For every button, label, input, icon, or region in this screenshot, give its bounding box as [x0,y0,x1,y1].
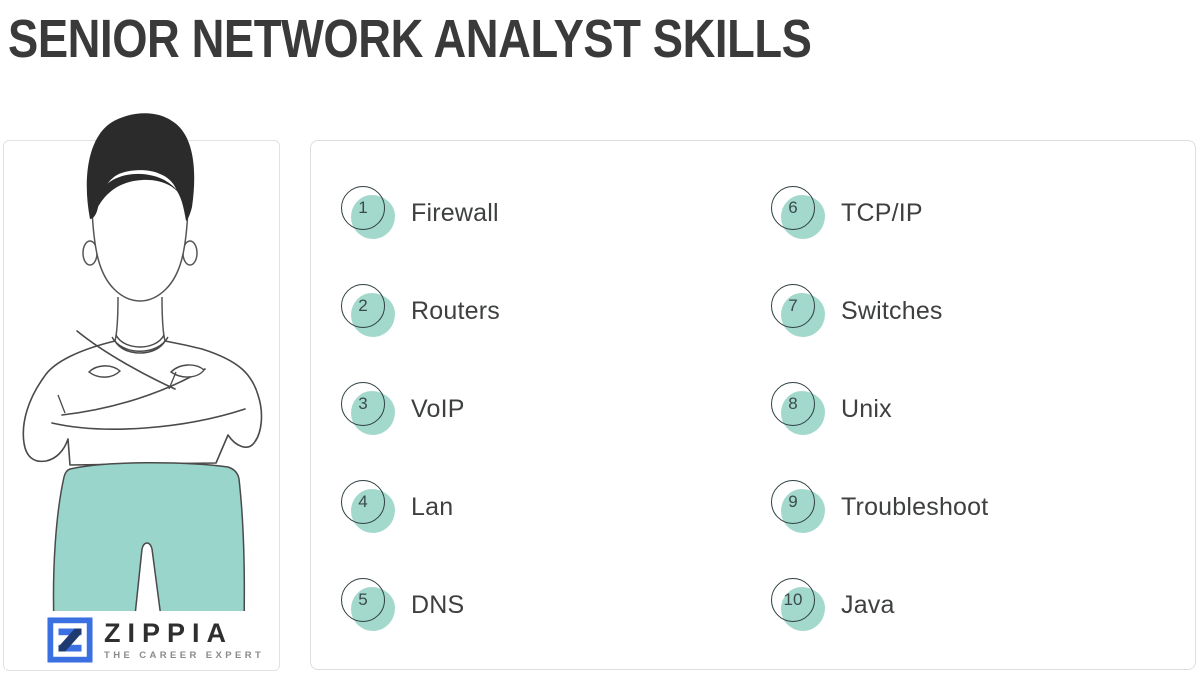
skill-label: VoIP [411,394,465,423]
skill-label: Unix [841,394,892,423]
skill-label: Troubleshoot [841,492,989,521]
skill-number-badge: 2 [341,284,395,338]
skill-item-dns: 5 DNS [341,578,500,632]
skill-number-badge: 5 [341,578,395,632]
skill-number-badge: 4 [341,480,395,534]
person-illustration-card: ZIPPIA THE CAREER EXPERT [3,113,280,671]
page-title: SENIOR NETWORK ANALYST SKILLS [8,9,812,69]
badge-ring: 6 [771,186,815,230]
skill-number: 7 [788,296,798,315]
person-illustration [22,113,263,626]
skill-number-badge: 10 [771,578,825,632]
person-hair-fringe [98,173,182,207]
skill-number: 4 [358,492,368,511]
skill-item-lan: 4 Lan [341,480,500,534]
person-neck [114,296,166,342]
skill-item-switches: 7 Switches [771,284,988,338]
skills-column-right: 6 TCP/IP 7 Switches 8 Unix 9 Troubleshoo… [771,186,988,676]
skill-label: Firewall [411,198,499,227]
z-diagonal [58,628,82,652]
skill-item-voip: 3 VoIP [341,382,500,436]
skill-number-badge: 8 [771,382,825,436]
badge-ring: 8 [771,382,815,426]
skill-label: Java [841,590,895,619]
person-collar [111,334,169,352]
person-hand-right [169,364,205,378]
badge-ring: 1 [341,186,385,230]
zippia-logo: ZIPPIA THE CAREER EXPERT [5,611,278,669]
skill-item-unix: 8 Unix [771,382,988,436]
skill-item-tcpip: 6 TCP/IP [771,186,988,240]
zippia-logo-icon [47,617,93,663]
skill-number-badge: 3 [341,382,395,436]
skill-label: Routers [411,296,500,325]
badge-ring: 4 [341,480,385,524]
skills-column-left: 1 Firewall 2 Routers 3 VoIP 4 Lan [341,186,500,676]
badge-ring: 7 [771,284,815,328]
skill-number: 8 [788,394,798,413]
skill-label: Switches [841,296,943,325]
person-pants [52,461,246,626]
skill-number: 2 [358,296,368,315]
badge-ring: 3 [341,382,385,426]
zippia-tagline: THE CAREER EXPERT [104,649,265,661]
skills-panel: 1 Firewall 2 Routers 3 VoIP 4 Lan [310,140,1196,670]
zippia-brand-name: ZIPPIA [104,617,234,648]
skill-number-badge: 9 [771,480,825,534]
badge-ring: 2 [341,284,385,328]
skill-number: 3 [358,394,368,413]
skill-label: TCP/IP [841,198,923,227]
skill-number: 10 [783,590,803,609]
skill-number: 1 [358,198,368,217]
person-shirt [22,340,263,466]
person-cuff-lines [57,371,177,414]
skill-number: 5 [358,590,368,609]
skill-number: 6 [788,198,798,217]
skill-label: DNS [411,590,465,619]
skill-label: Lan [411,492,454,521]
z-top-bar [58,628,82,636]
badge-ring: 10 [771,578,815,622]
skill-number: 9 [788,492,798,511]
skill-number-badge: 6 [771,186,825,240]
person-hand-left [87,365,122,378]
badge-ring: 9 [771,480,815,524]
skill-item-troubleshoot: 9 Troubleshoot [771,480,988,534]
skill-item-java: 10 Java [771,578,988,632]
skill-item-firewall: 1 Firewall [341,186,500,240]
person-hair [86,113,195,221]
skill-number-badge: 7 [771,284,825,338]
skill-number-badge: 1 [341,186,395,240]
z-bottom-bar [58,644,82,652]
zippia-logo-text: ZIPPIA THE CAREER EXPERT [104,617,265,661]
skill-item-routers: 2 Routers [341,284,500,338]
badge-ring: 5 [341,578,385,622]
